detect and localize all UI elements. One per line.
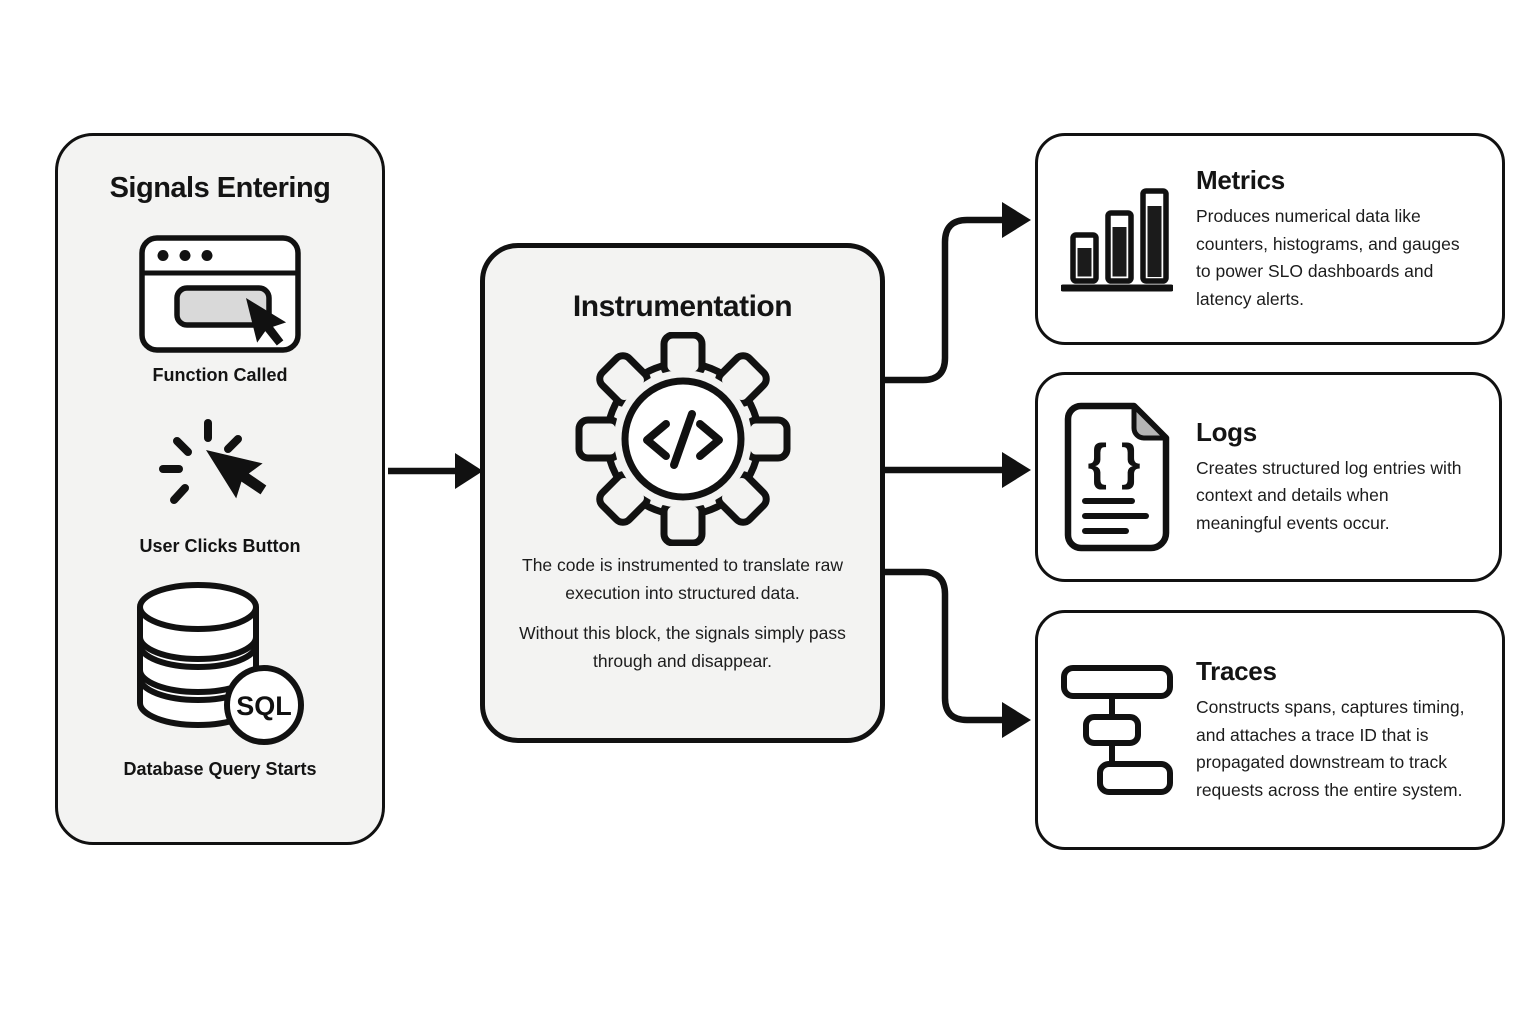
signal-label: Database Query Starts	[123, 759, 317, 779]
arrow-instrumentation-to-traces	[881, 568, 1004, 724]
svg-text:SQL: SQL	[236, 691, 292, 721]
signal-item-user-clicks: User Clicks Button	[58, 412, 382, 557]
metrics-title: Metrics	[1196, 165, 1285, 195]
click-cursor-icon	[159, 419, 267, 504]
signals-panel-title: Signals Entering	[109, 172, 331, 204]
traces-description: Constructs spans, captures timing, and a…	[1196, 697, 1465, 800]
traces-title: Traces	[1196, 656, 1277, 686]
logs-description: Creates structured log entries with cont…	[1196, 457, 1462, 533]
cursor-arrow	[246, 298, 287, 346]
traces-output-panel: Traces Constructs spans, captures timing…	[1035, 610, 1505, 850]
arrowhead	[1002, 202, 1031, 238]
browser-window-icon	[139, 235, 301, 353]
instrumentation-title: Instrumentation	[572, 290, 793, 323]
signal-item-function-called: Function Called	[58, 235, 382, 386]
log-document-icon: { }	[1064, 402, 1170, 552]
signal-item-database-query: SQL Database Query Starts	[58, 579, 382, 780]
instrumentation-paragraph-1: The code is instrumented to translate ra…	[522, 555, 843, 603]
code-glyph	[642, 410, 723, 469]
metrics-output-panel: Metrics Produces numerical data like cou…	[1035, 133, 1505, 345]
instrumentation-paragraph-2: Without this block, the signals simply p…	[519, 623, 846, 671]
trace-spans-icon	[1061, 665, 1173, 795]
sql-badge: SQL	[224, 665, 304, 745]
logs-title: Logs	[1196, 416, 1257, 447]
database-sql-icon: SQL	[137, 582, 304, 745]
arrow-instrumentation-to-metrics	[881, 216, 1004, 384]
arrowhead	[1002, 452, 1031, 488]
arrowhead	[1002, 702, 1031, 738]
logs-output-panel: { } Logs Creates structured log entries …	[1035, 372, 1502, 582]
signal-label: Function Called	[152, 365, 288, 385]
bar-chart-icon	[1061, 188, 1173, 292]
svg-text:{ }: { }	[1088, 434, 1141, 490]
metrics-description: Produces numerical data like counters, h…	[1196, 206, 1460, 309]
signal-label: User Clicks Button	[139, 536, 301, 556]
signals-entering-panel: Signals Entering Function Called	[55, 133, 385, 845]
instrumentation-panel: Instrumentation	[480, 243, 885, 743]
arrowhead	[455, 453, 483, 489]
gear-code-icon	[575, 331, 790, 547]
